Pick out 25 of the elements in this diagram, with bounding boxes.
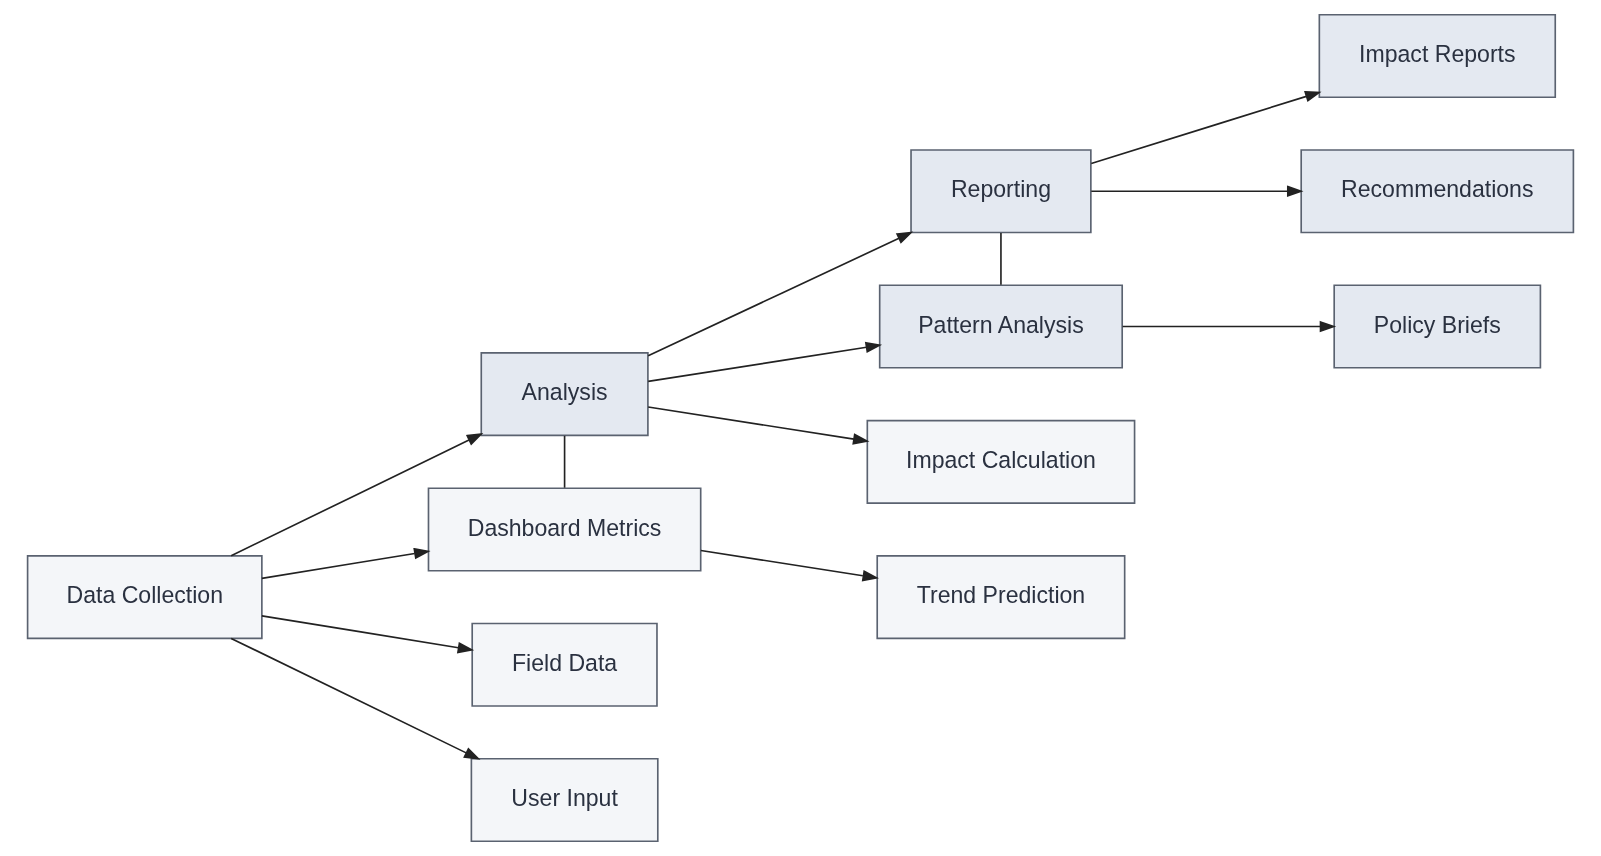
node-box: Pattern Analysis: [878, 284, 1124, 369]
node-box: Impact Calculation: [866, 419, 1136, 504]
connector: [1000, 232, 1002, 286]
node-box: Dashboard Metrics: [427, 487, 702, 572]
arrow: [647, 231, 914, 357]
connector: [563, 435, 566, 489]
node-box: User Input: [470, 757, 659, 843]
arrow: [230, 637, 481, 760]
node-box: Field Data: [471, 622, 658, 707]
arrow: [1090, 91, 1322, 165]
arrow: [1121, 320, 1337, 333]
arrow: [647, 341, 883, 383]
arrow: [261, 547, 431, 580]
arrow: [230, 432, 484, 557]
arrow: [647, 406, 870, 445]
node-box: Policy Briefs: [1333, 284, 1542, 369]
node-box: Analysis: [480, 352, 649, 437]
node-box: Data Collection: [26, 555, 263, 640]
node-box: Trend Prediction: [876, 555, 1126, 640]
node-box: Reporting: [910, 149, 1092, 234]
arrow: [700, 549, 879, 582]
node-box: Impact Reports: [1318, 13, 1557, 99]
arrow: [1090, 185, 1304, 198]
arrow: [261, 615, 475, 654]
node-box: Recommendations: [1300, 149, 1575, 234]
